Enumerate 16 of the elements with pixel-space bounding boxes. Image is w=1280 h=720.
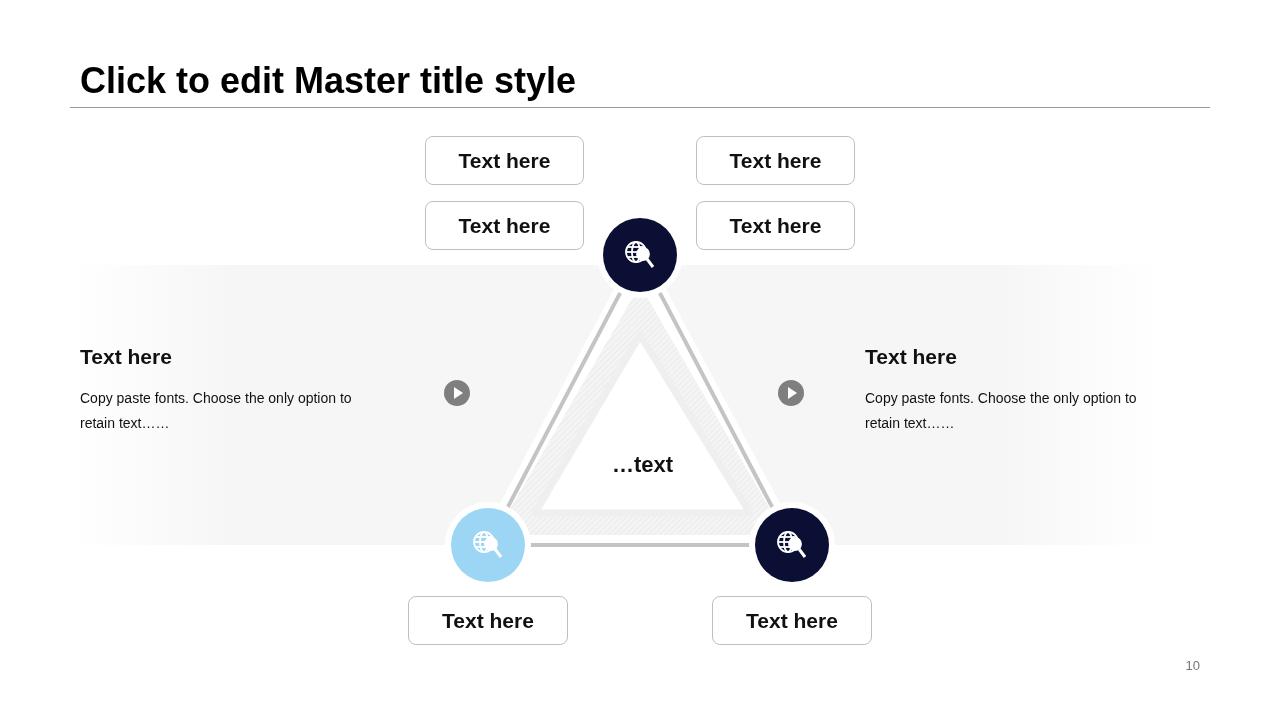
section-heading: Text here xyxy=(865,345,958,369)
slide-title: Click to edit Master title style xyxy=(80,60,577,102)
page-number: 10 xyxy=(1184,658,1200,673)
center-text: …text xyxy=(610,452,675,478)
text-box: Text here xyxy=(696,136,855,185)
connector-line xyxy=(505,290,623,510)
connector-line xyxy=(657,290,775,510)
section-heading: Text here xyxy=(80,345,173,369)
text-box: Text here xyxy=(696,201,855,250)
connector-line xyxy=(529,543,751,547)
text-box: Text here xyxy=(408,596,568,645)
text-box: Text here xyxy=(425,136,584,185)
text-box: Text here xyxy=(425,201,584,250)
text-box: Text here xyxy=(712,596,872,645)
body-text: Copy paste fonts. Choose the only option to retain text…… xyxy=(80,389,353,433)
body-text: Copy paste fonts. Choose the only option to retain text…… xyxy=(865,389,1138,433)
